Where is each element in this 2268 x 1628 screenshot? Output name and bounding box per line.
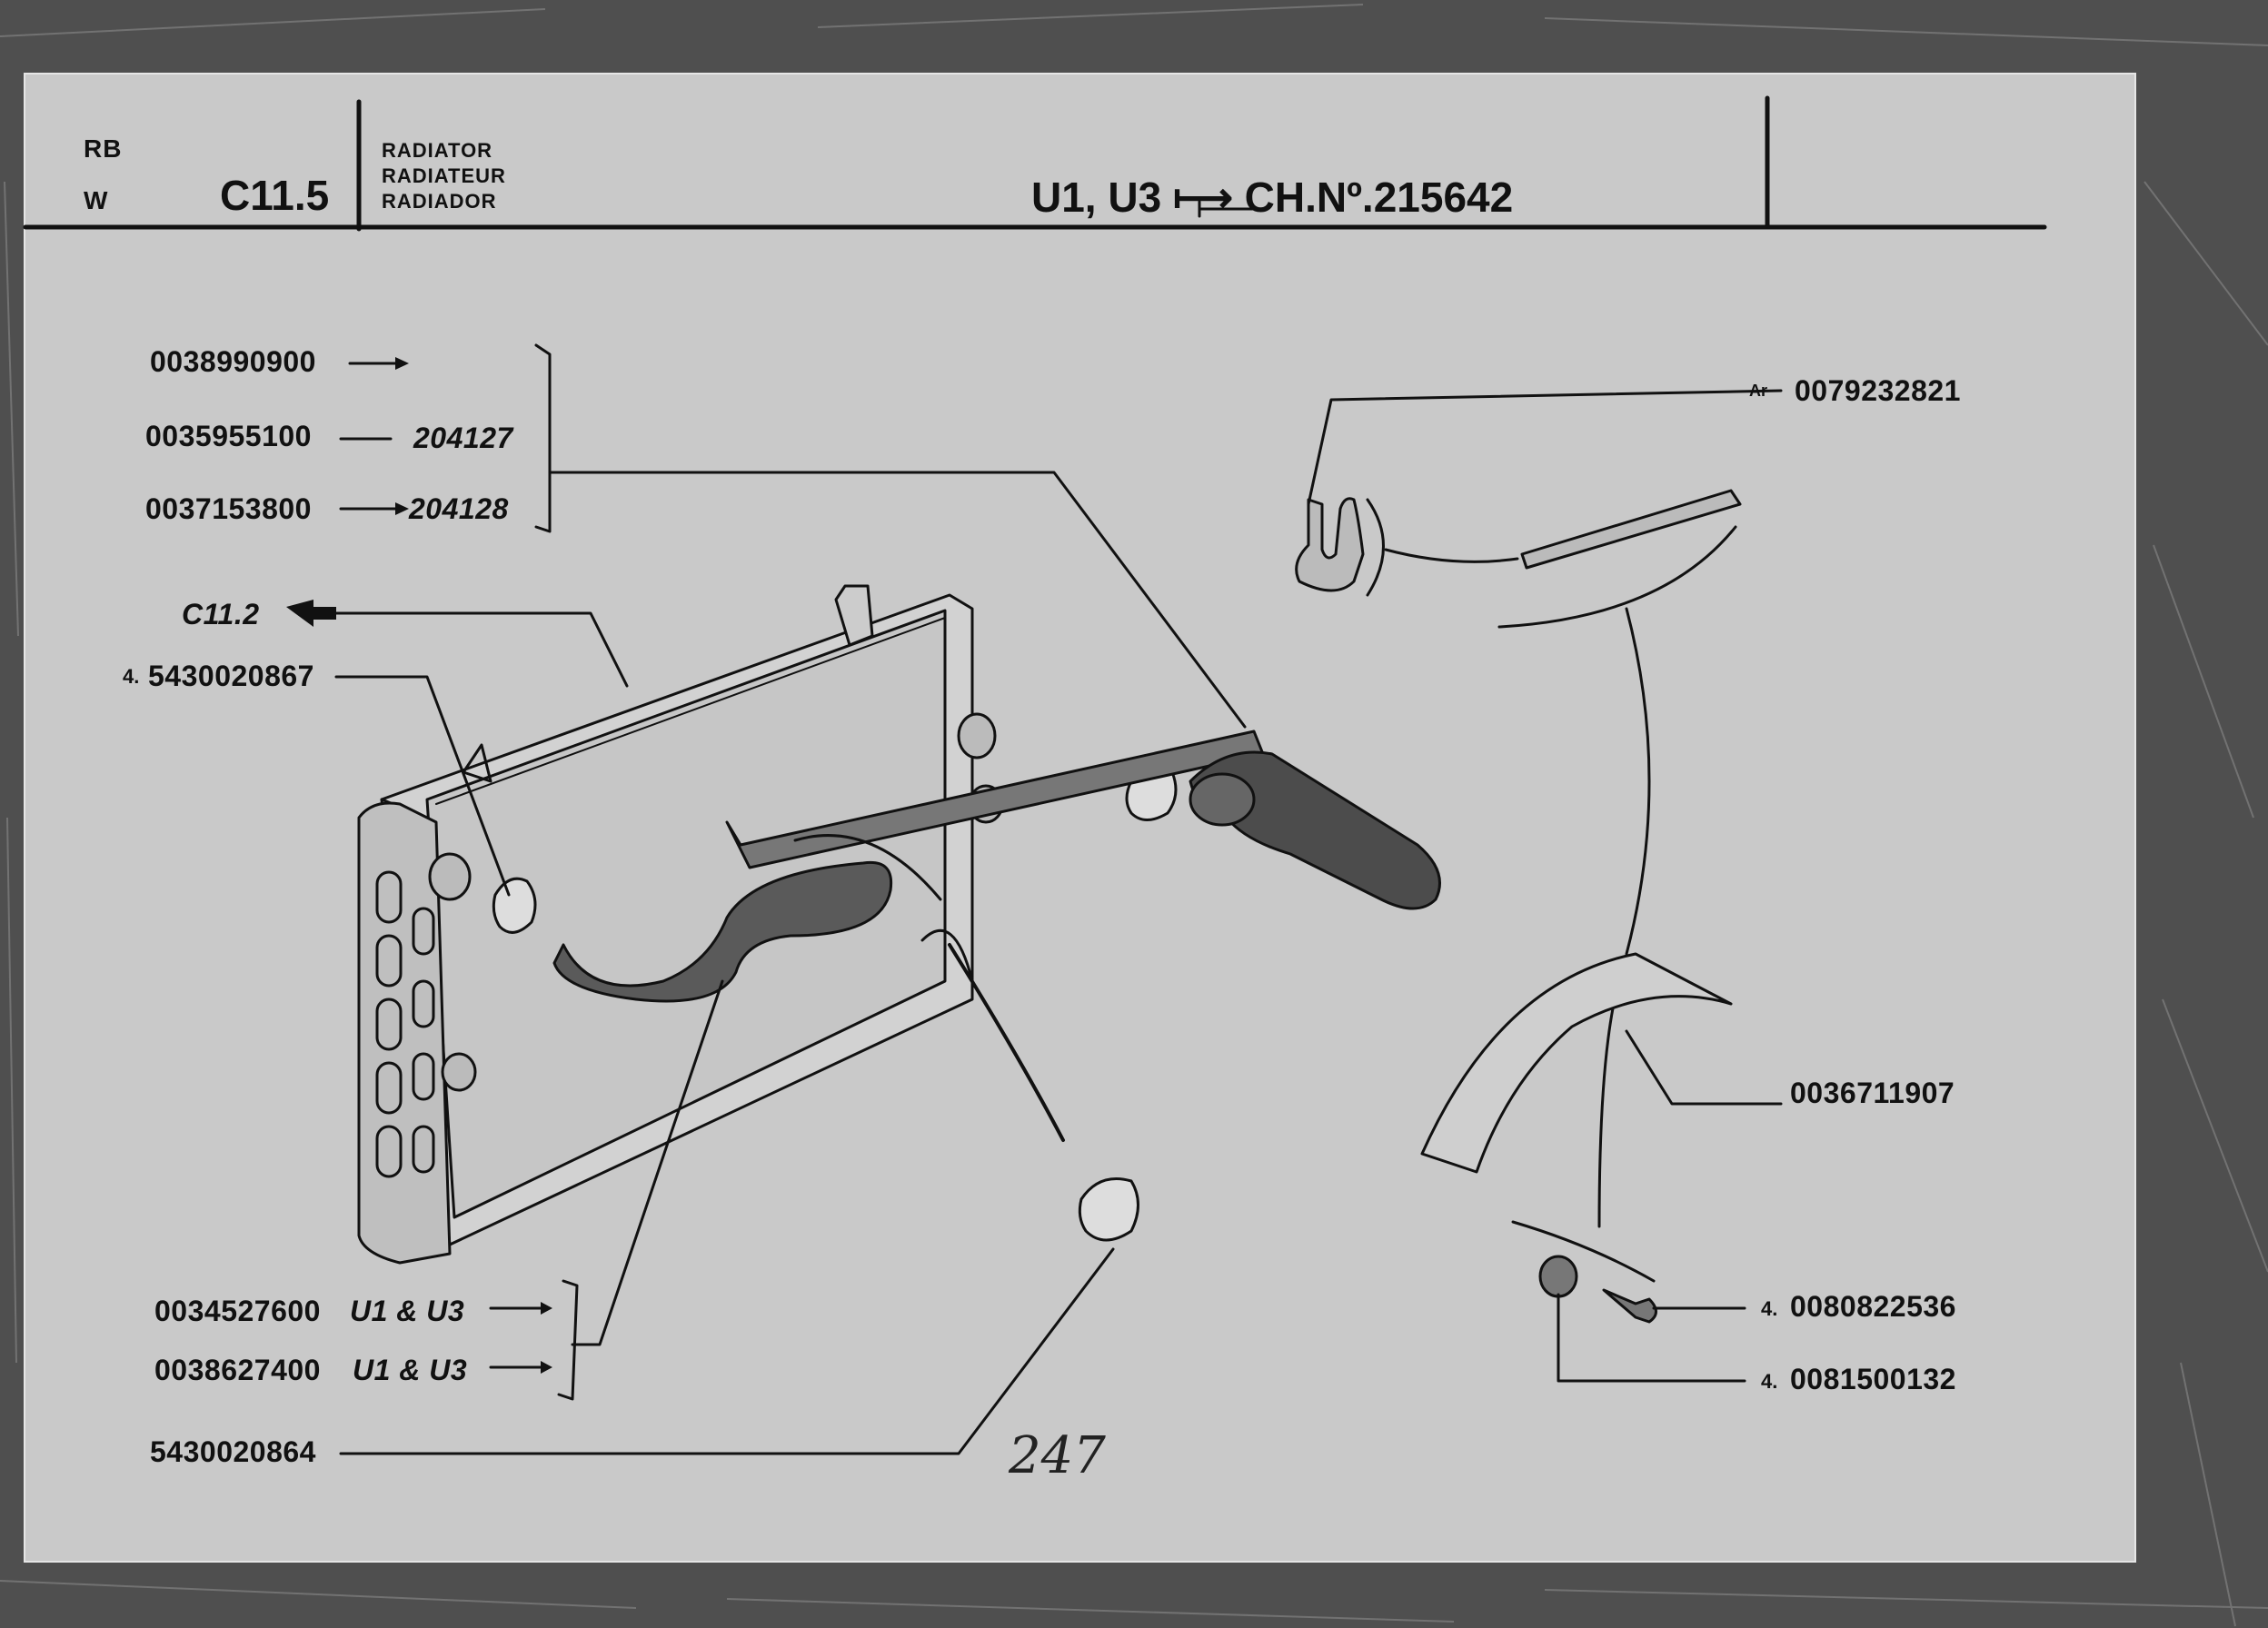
leader-lines: [334, 343, 1783, 1455]
part-number: 0035955100: [145, 420, 312, 452]
lower-hose: [552, 860, 893, 1003]
screw: [1602, 1288, 1657, 1324]
serial-number: 204127: [413, 422, 513, 454]
arc-1: [793, 834, 942, 901]
title-es: RADIADOR: [382, 190, 497, 213]
arrowheads: [286, 357, 552, 1374]
bleed-pipe: [725, 730, 1265, 869]
model-code-bottom: W: [84, 186, 109, 214]
seal-profile: [1295, 497, 1365, 592]
hose-clamp-left: [492, 877, 537, 934]
validity-arrow: [1198, 200, 1254, 218]
hose-clamp-lower: [1078, 1177, 1139, 1242]
hose-clamp-upper: [1189, 772, 1256, 827]
title-en: RADIATOR: [382, 139, 493, 162]
model-code-top: RB: [84, 134, 123, 163]
section-code: C11.5: [220, 172, 330, 219]
wire-1: [948, 943, 1065, 1142]
quantity: 4.: [1761, 1297, 1778, 1320]
part-prefix: Ar: [1749, 382, 1768, 400]
part-number: 0034527600: [154, 1295, 321, 1327]
quantity: 4.: [1761, 1370, 1778, 1393]
section-reference: C11.2: [182, 598, 260, 630]
serial-number: 204128: [409, 492, 509, 525]
part-number: 0081500132: [1790, 1363, 1956, 1395]
variant-label: U1 & U3: [350, 1295, 465, 1327]
wire-2: [920, 928, 974, 983]
part-number: 0079232821: [1795, 374, 1961, 407]
title-fr: RADIATEUR: [382, 164, 506, 187]
seal-wire: [1625, 607, 1651, 956]
validity-range: U1, U3 ⟼ CH.Nº.215642: [1031, 174, 1514, 221]
variant-label: U1 & U3: [353, 1354, 468, 1386]
quantity: 4.: [123, 665, 140, 688]
part-number: 5430020864: [150, 1435, 316, 1468]
part-number: 0080822536: [1790, 1290, 1956, 1323]
page-number: 247: [1009, 1426, 1106, 1485]
washer: [1538, 1255, 1578, 1298]
seal-strip: [1520, 489, 1742, 570]
part-number: 0037153800: [145, 492, 312, 525]
part-number: 0038990900: [150, 345, 316, 378]
ref-arrow-bar: [309, 607, 336, 620]
radiator-drawing: [357, 584, 1004, 1265]
part-number: 5430020867: [148, 660, 314, 692]
fan-shroud: [1420, 952, 1733, 1174]
part-number: 0038627400: [154, 1354, 321, 1386]
part-number: 0036711907: [1790, 1077, 1955, 1109]
